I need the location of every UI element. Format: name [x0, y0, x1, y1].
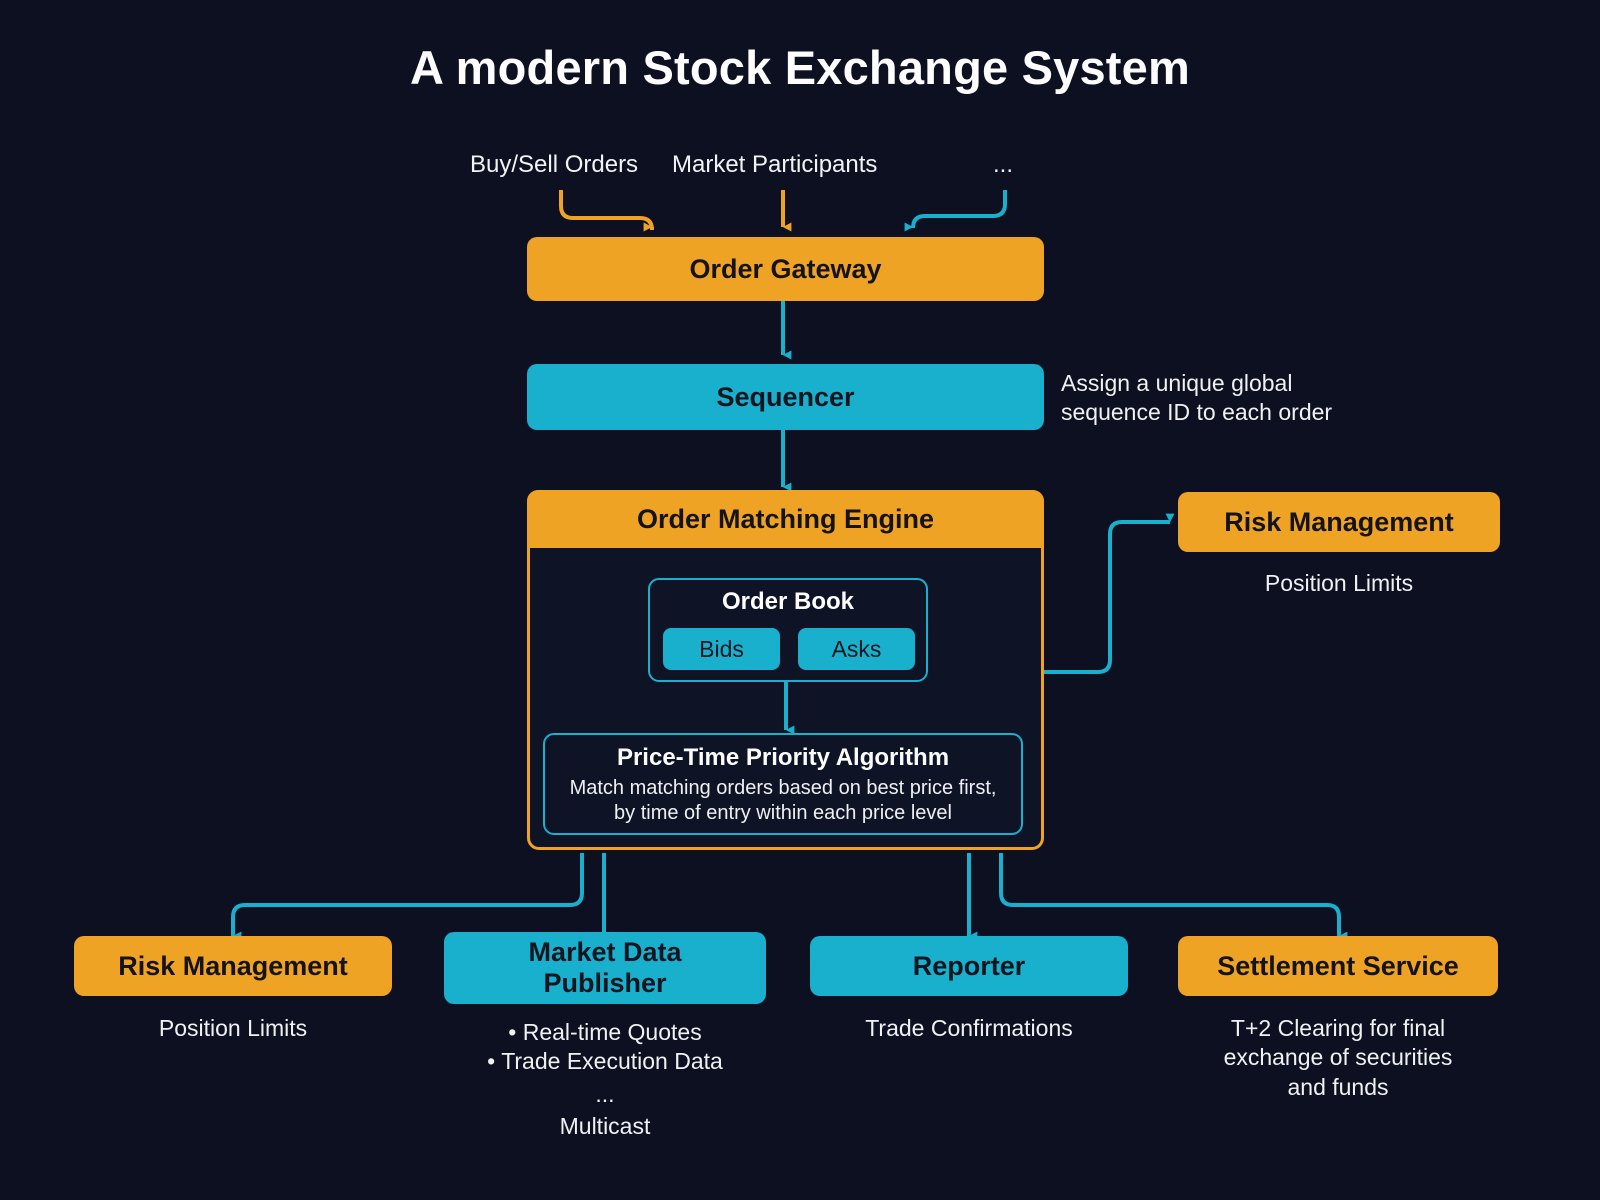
node-risk-management-bottom-label: Risk Management — [118, 950, 348, 981]
caption-market-data-publisher: • Real-time Quotes • Trade Execution Dat… — [424, 1018, 786, 1141]
source-label-ellipsis: ... — [993, 151, 1014, 178]
link-ome-to-risk-right — [1044, 513, 1175, 674]
caption-settlement-service: T+2 Clearing for final exchange of secur… — [1168, 1014, 1508, 1102]
node-order-book[interactable]: Order Book Bids Asks — [648, 578, 928, 682]
caption-ellipsis: ... — [595, 1080, 615, 1107]
algorithm-description: Match matching orders based on best pric… — [545, 776, 1021, 826]
node-order-gateway[interactable]: Order Gateway — [527, 237, 1044, 301]
node-risk-management-right-label: Risk Management — [1224, 506, 1454, 537]
node-settlement-service-label: Settlement Service — [1217, 950, 1459, 981]
algorithm-description-line-1: Match matching orders based on best pric… — [569, 776, 997, 799]
link-buysell-to-gateway — [559, 190, 654, 232]
node-price-time-priority-algorithm[interactable]: Price-Time Priority Algorithm Match matc… — [543, 733, 1023, 835]
node-order-book-label: Order Book — [721, 588, 855, 615]
node-market-data-publisher-label-line-1: Market Data — [528, 937, 682, 968]
sequencer-note-line-2: sequence ID to each order — [1061, 399, 1333, 426]
caption-settlement-line-3: and funds — [1287, 1073, 1389, 1100]
caption-settlement-line-2: exchange of securities — [1223, 1044, 1453, 1071]
node-order-gateway-label: Order Gateway — [689, 253, 882, 284]
page-title: A modern Stock Exchange System — [409, 41, 1190, 94]
chip-asks[interactable]: Asks — [798, 628, 915, 670]
node-sequencer-label: Sequencer — [716, 381, 855, 412]
caption-footer: Multicast — [559, 1112, 651, 1139]
algorithm-title: Price-Time Priority Algorithm — [616, 744, 950, 771]
node-order-matching-engine-label: Order Matching Engine — [636, 503, 935, 534]
node-risk-management-bottom[interactable]: Risk Management — [74, 936, 392, 996]
caption-risk-management-right: Position Limits — [1264, 570, 1414, 596]
link-ome-to-settlement — [999, 853, 1348, 941]
source-label-market-participants: Market Participants — [672, 151, 878, 178]
chip-bids-label: Bids — [699, 635, 744, 662]
caption-bullet-1: • Real-time Quotes — [508, 1019, 702, 1045]
link-orderbook-to-algorithm — [784, 682, 795, 735]
caption-reporter: Trade Confirmations — [865, 1015, 1073, 1041]
node-settlement-service[interactable]: Settlement Service — [1178, 936, 1498, 996]
node-sequencer[interactable]: Sequencer — [527, 364, 1044, 430]
chip-asks-label: Asks — [831, 635, 882, 662]
node-order-matching-engine[interactable]: Order Matching Engine Order Book Bids As… — [527, 490, 1044, 850]
algorithm-description-line-2: by time of entry within each price level — [614, 801, 952, 824]
sequencer-note: Assign a unique global sequence ID to ea… — [1061, 369, 1481, 428]
node-market-data-publisher-label: Market Data Publisher — [444, 937, 766, 999]
caption-risk-management-bottom: Position Limits — [158, 1015, 308, 1041]
node-reporter[interactable]: Reporter — [810, 936, 1128, 996]
link-ellipsis-to-gateway — [904, 190, 1007, 232]
node-market-data-publisher[interactable]: Market Data Publisher — [444, 932, 766, 1004]
node-risk-management-right[interactable]: Risk Management — [1178, 492, 1500, 552]
chip-bids[interactable]: Bids — [663, 628, 780, 670]
node-market-data-publisher-label-line-2: Publisher — [543, 968, 667, 998]
sequencer-note-line-1: Assign a unique global — [1061, 370, 1293, 396]
node-order-matching-engine-header: Order Matching Engine — [527, 490, 1044, 548]
caption-bullet-2: • Trade Execution Data — [487, 1048, 723, 1075]
link-ome-to-risk-bottom — [231, 853, 584, 941]
caption-settlement-line-1: T+2 Clearing for final — [1230, 1015, 1446, 1041]
node-reporter-label: Reporter — [912, 950, 1026, 981]
source-label-buy-sell-orders: Buy/Sell Orders — [470, 151, 639, 178]
